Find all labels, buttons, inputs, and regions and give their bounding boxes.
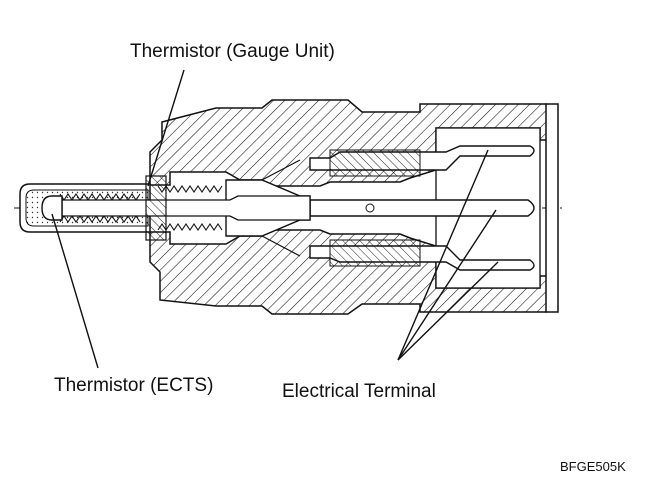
figure-code: BFGE505K (560, 459, 626, 474)
leader-terminal-1 (397, 149, 489, 361)
label-thermistor-ects: Thermistor (ECTS) (54, 375, 214, 396)
leader-gauge-unit (147, 69, 185, 187)
connector-shell-edge (545, 103, 559, 313)
leader-lines (51, 69, 499, 369)
leader-ects (51, 213, 99, 369)
label-electrical-terminal: Electrical Terminal (282, 381, 436, 402)
ects-thermistor-tip (41, 195, 63, 221)
terminal-pin-middle (309, 199, 535, 217)
gauge-thermistor-element (145, 175, 167, 241)
center-rod (61, 195, 311, 221)
electrical-terminal-pins (309, 145, 535, 271)
leader-terminal-3 (397, 261, 499, 361)
leader-terminal-2 (397, 209, 497, 361)
thermistor-coil (59, 185, 223, 231)
label-thermistor-gauge-unit: Thermistor (Gauge Unit) (130, 41, 335, 62)
